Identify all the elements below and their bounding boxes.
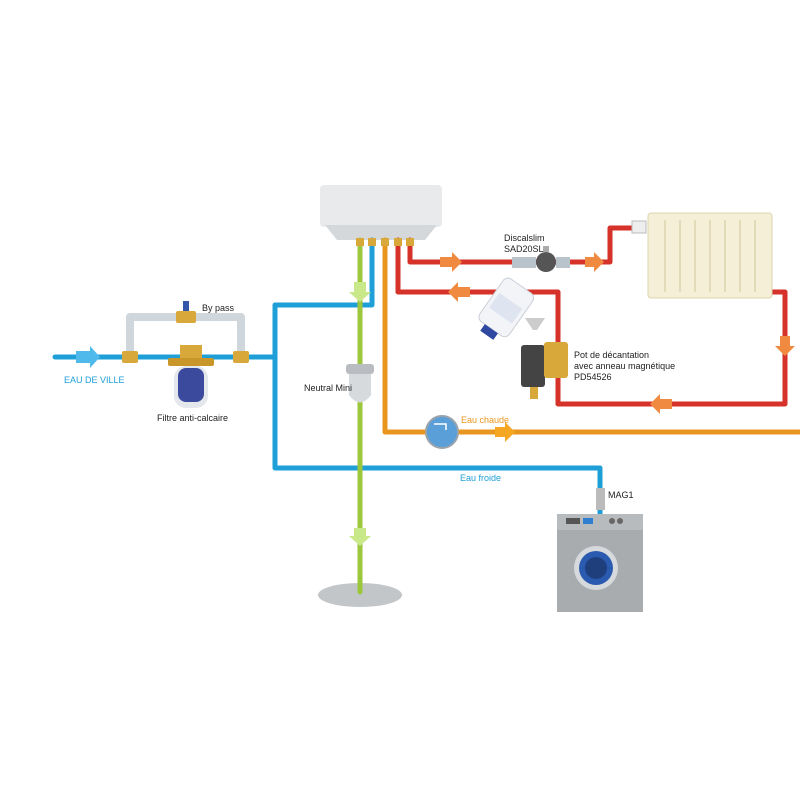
label-discalslim: Discalslim bbox=[504, 233, 545, 243]
label-mag1: MAG1 bbox=[608, 490, 634, 500]
label-eau-chaude: Eau chaude bbox=[461, 415, 509, 425]
label-filtre: Filtre anti-calcaire bbox=[157, 413, 228, 423]
label-pot-ref: PD54526 bbox=[574, 372, 612, 382]
label-pot: Pot de décantation bbox=[574, 350, 649, 360]
radiator bbox=[631, 212, 773, 299]
discalslim-device bbox=[512, 246, 570, 272]
shower-icon bbox=[425, 415, 459, 449]
decantation-pot bbox=[521, 318, 568, 399]
label-eau-froide: Eau froide bbox=[460, 473, 501, 483]
label-eau-de-ville: EAU DE VILLE bbox=[64, 375, 125, 385]
heating-return-pipe bbox=[395, 237, 788, 407]
cold-water-pipe bbox=[52, 237, 603, 518]
label-discalslim-ref: SAD20SL bbox=[504, 244, 544, 254]
neutral-mini-device bbox=[346, 364, 374, 403]
heating-flow-pipe bbox=[407, 225, 645, 265]
washing-machine bbox=[557, 488, 643, 612]
water-heater bbox=[320, 185, 442, 240]
bypass-fittings bbox=[122, 301, 249, 363]
hot-water-pipe bbox=[382, 237, 800, 435]
treatment-bottle bbox=[478, 277, 535, 340]
flow-arrows bbox=[76, 252, 795, 546]
boiler-connectors bbox=[356, 238, 414, 246]
label-pot-desc: avec anneau magnétique bbox=[574, 361, 675, 371]
anti-scale-filter bbox=[168, 345, 214, 408]
drain bbox=[318, 583, 402, 607]
label-by-pass: By pass bbox=[202, 303, 235, 313]
label-neutral-mini: Neutral Mini bbox=[304, 383, 352, 393]
